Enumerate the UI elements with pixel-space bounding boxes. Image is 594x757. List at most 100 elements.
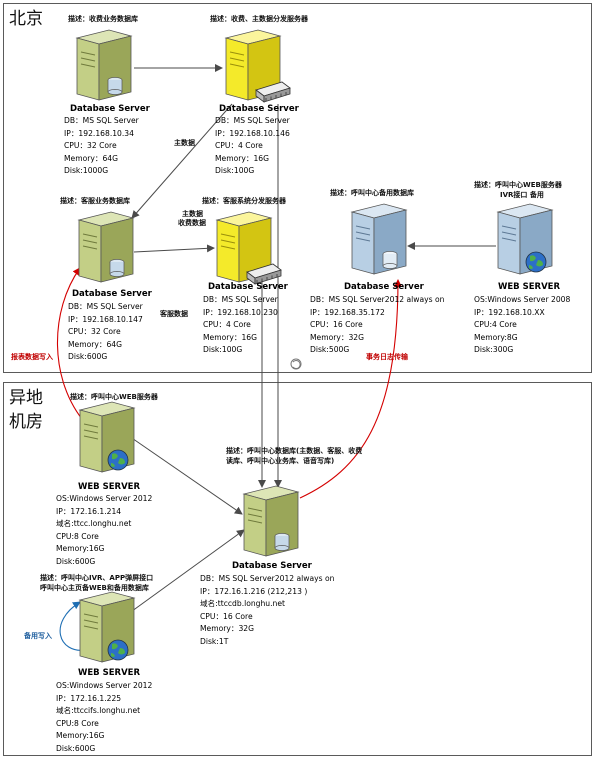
spec-line: OS:Windows Server 2008 (474, 295, 571, 304)
edge-label-master-charge-line1: 主数据 (182, 210, 203, 218)
db-charge-name: Database Server (70, 104, 150, 114)
edge-label-master-data: 主数据 (174, 139, 195, 147)
spec-line: Memory:16G (56, 731, 105, 741)
db-dist-description: 描述：收费、主数据分发服务器 (210, 15, 308, 23)
db-charge-description: 描述：收费业务数据库 (68, 15, 138, 23)
db-cs-dist-specs: DB：MS SQL Server IP：192.168.10.230 CPU：4… (203, 294, 278, 357)
edge-label-log-sync: 事务日志传输 (366, 353, 408, 361)
spec-line: Memory：64G (64, 153, 119, 163)
db-cs-dist-description: 描述：客服系统分发服务器 (202, 197, 286, 205)
spec-line: Disk:100G (203, 345, 243, 355)
spec-line: Memory：16G (215, 153, 270, 163)
db-callcenter-description: 描述：呼叫中心数据库(主数据、客服、收费读库、呼叫中心业务库、语音写库) (226, 447, 363, 465)
spec-line: Memory：16G (203, 332, 258, 342)
db-charge-server-icon (73, 24, 135, 102)
spec-line: CPU:4 Core (474, 320, 517, 330)
spec-line: CPU：16 Core (200, 611, 253, 621)
link-webivr-to-callcenter (127, 529, 245, 615)
web-ivr-server-icon (76, 586, 138, 666)
link-backup-write (59, 601, 87, 651)
db-cs-name: Database Server (72, 289, 152, 299)
web-main-specs: OS:Windows Server 2012 IP：172.16.1.214 域… (56, 493, 152, 569)
spec-line: IP：192.168.10.230 (203, 307, 278, 317)
link-log-sync (299, 279, 402, 499)
link-report-write (56, 267, 87, 425)
spec-line: DB：MS SQL Server (203, 295, 278, 304)
spec-line: 域名:ttccifs.longhu.net (56, 706, 141, 716)
remote-zone-title-line2: 机房 (9, 412, 43, 432)
web-main-description: 描述：呼叫中心WEB服务器 (70, 393, 158, 401)
spec-line: CPU:8 Core (56, 531, 99, 541)
link-dist-to-cs (131, 103, 233, 219)
web-backup-server-icon (494, 198, 556, 278)
web-ivr-description-line1: 描述：呼叫中心IVR、APP弹屏接口 (40, 574, 154, 582)
edge-label-backup-write: 备用写入 (24, 632, 52, 640)
web-ivr-specs: OS:Windows Server 2012 IP：172.16.1.225 域… (56, 680, 152, 756)
spec-line: Disk:600G (68, 352, 108, 362)
db-cs-dist-name: Database Server (208, 282, 288, 292)
db-callcenter-name: Database Server (232, 561, 312, 571)
beijing-zone-title: 北京 (9, 9, 43, 29)
web-ivr-description-line2: 呼叫中心主页备WEB和备用数据库 (40, 584, 149, 592)
db-cs-dist-server-icon (213, 206, 283, 288)
db-dist-server-icon (222, 24, 292, 106)
db-backup-server-icon (348, 198, 410, 276)
db-backup-specs: DB：MS SQL Server2012 always on IP：192.16… (310, 294, 444, 357)
spec-line: Disk:600G (56, 556, 96, 566)
edge-label-cs-data: 客服数据 (160, 310, 188, 318)
spec-line: Disk:600G (56, 743, 96, 753)
db-backup-description: 描述：呼叫中心备用数据库 (330, 189, 414, 197)
spec-line: DB：MS SQL Server2012 always on (200, 574, 335, 583)
spec-line: Disk:1000G (64, 166, 109, 176)
spec-line: Disk:1T (200, 636, 229, 646)
spec-line: CPU：32 Core (64, 141, 117, 151)
spec-line: Disk:300G (474, 345, 514, 355)
spec-line: DB：MS SQL Server (68, 302, 143, 311)
spec-line: IP：172.16.1.216 (212,213 ) (200, 586, 308, 596)
db-backup-name: Database Server (344, 282, 424, 292)
spec-line: CPU：4 Core (203, 320, 251, 330)
spec-line: CPU:8 Core (56, 718, 99, 728)
db-dist-specs: DB：MS SQL Server IP：192.168.10.146 CPU：4… (215, 115, 290, 178)
spec-line: Memory：32G (310, 332, 365, 342)
web-main-server-icon (76, 396, 138, 476)
db-charge-specs: DB：MS SQL Server IP：192.168.10.34 CPU：32… (64, 115, 139, 178)
spec-line: OS:Windows Server 2012 (56, 681, 153, 690)
spec-line: IP：192.168.10.147 (68, 314, 143, 324)
spec-line: 域名:ttccdb.longhu.net (200, 599, 285, 609)
web-backup-name: WEB SERVER (498, 282, 561, 292)
web-ivr-name: WEB SERVER (78, 668, 141, 678)
spec-line: Disk:100G (215, 166, 255, 176)
spec-line: IP：192.168.10.34 (64, 128, 134, 138)
spec-line: DB：MS SQL Server (215, 116, 290, 125)
spec-line: IP：192.168.10.XX (474, 307, 545, 317)
spec-line: CPU：16 Core (310, 320, 363, 330)
spec-line: IP：192.168.35.172 (310, 307, 385, 317)
spec-line: Memory：64G (68, 339, 123, 349)
db-callcenter-specs: DB：MS SQL Server2012 always on IP：172.16… (200, 573, 334, 649)
spec-line: Disk:500G (310, 345, 350, 355)
web-backup-description-line2: IVR接口 备用 (500, 191, 544, 199)
spec-line: IP：192.168.10.146 (215, 128, 290, 138)
spec-line: OS:Windows Server 2012 (56, 494, 153, 503)
db-callcenter-server-icon (240, 480, 302, 558)
edge-label-report-write: 报表数据写入 (11, 353, 53, 361)
spec-line: Memory:8G (474, 332, 518, 342)
spec-line: DB：MS SQL Server (64, 116, 139, 125)
db-cs-description: 描述：客服业务数据库 (60, 197, 130, 205)
db-dist-name: Database Server (219, 104, 299, 114)
spec-line: CPU：32 Core (68, 327, 121, 337)
db-cs-specs: DB：MS SQL Server IP：192.168.10.147 CPU：3… (68, 301, 143, 364)
spec-line: IP：172.16.1.225 (56, 693, 122, 703)
web-backup-specs: OS:Windows Server 2008 IP：192.168.10.XX … (474, 294, 570, 357)
db-cs-server-icon (75, 206, 137, 284)
spec-line: IP：172.16.1.214 (56, 506, 122, 516)
link-webmain-to-callcenter (125, 433, 243, 515)
spec-line: Memory:16G (56, 544, 105, 554)
spec-line: DB：MS SQL Server2012 always on (310, 295, 445, 304)
edge-label-master-charge-line2: 收费数据 (178, 219, 206, 227)
spec-line: 域名:ttcc.longhu.net (56, 519, 132, 529)
spec-line: Memory：32G (200, 624, 255, 634)
web-main-name: WEB SERVER (78, 482, 141, 492)
